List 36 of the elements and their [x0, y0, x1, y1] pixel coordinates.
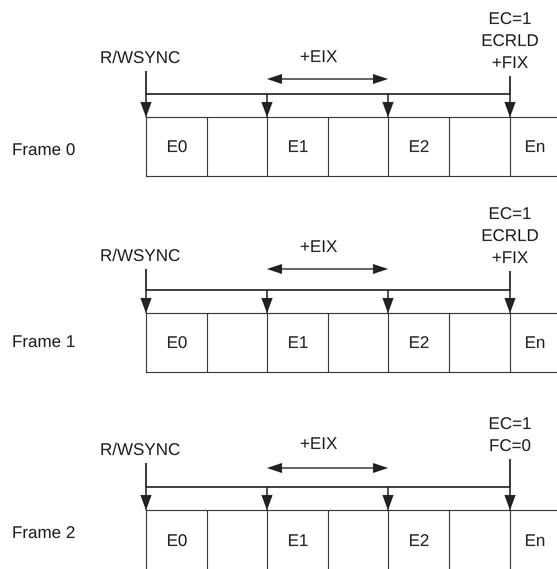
timing-cell: E0: [146, 313, 207, 373]
frame-label: Frame 0: [12, 139, 76, 161]
arrow: [382, 459, 511, 510]
timing-cell: [207, 313, 267, 373]
timing-cell: En: [510, 313, 557, 373]
frame-label: Frame 2: [12, 522, 76, 544]
signal-label: R/WSYNC: [100, 47, 180, 69]
frame-label: Frame 1: [12, 331, 76, 353]
span-label: +EIX: [300, 433, 338, 455]
timing-cell: [328, 313, 388, 373]
arrow: [382, 271, 511, 313]
span-label: +EIX: [300, 46, 338, 68]
signal-label: EC=1 ECRLD +FIX: [475, 8, 545, 74]
timing-cell: E2: [388, 313, 449, 373]
timing-cell: [449, 510, 510, 569]
signal-label: R/WSYNC: [100, 245, 180, 267]
timing-cell: E1: [267, 117, 328, 177]
timing-cell: En: [510, 117, 557, 177]
timing-cell: [328, 117, 388, 177]
timing-cell: [328, 510, 388, 569]
signal-label: R/WSYNC: [100, 439, 180, 461]
span-label: +EIX: [300, 236, 338, 258]
timing-cell: E1: [267, 313, 328, 373]
timing-cell: E0: [146, 510, 207, 569]
timing-cell: [207, 510, 267, 569]
signal-label: EC=1 FC=0: [475, 413, 545, 457]
timing-cell: [449, 117, 510, 177]
timing-cell: [207, 117, 267, 177]
signal-label: EC=1 ECRLD +FIX: [475, 203, 545, 269]
timing-cell: E2: [388, 510, 449, 569]
timing-cell: En: [510, 510, 557, 569]
timing-cell: E1: [267, 510, 328, 569]
timing-cell: E0: [146, 117, 207, 177]
timing-cell: [449, 313, 510, 373]
arrow: [382, 76, 511, 117]
timing-cell: E2: [388, 117, 449, 177]
